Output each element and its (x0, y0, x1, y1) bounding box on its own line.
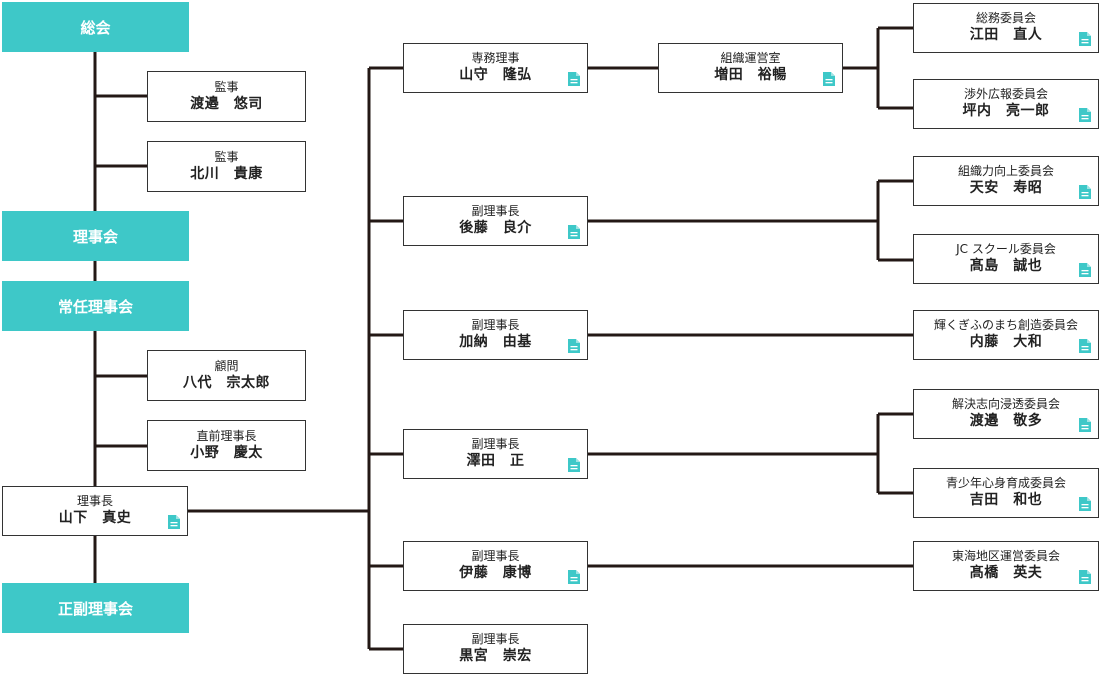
fuku-rijicho-box-4[interactable]: 副理事長 伊藤 康博 (403, 541, 588, 591)
person-name: 澤田 正 (466, 453, 525, 469)
role-label: 監事 (214, 79, 239, 94)
document-icon[interactable] (1079, 418, 1091, 432)
person-name: 増田 裕暢 (714, 67, 787, 83)
person-name: 小野 慶太 (190, 444, 263, 461)
role-label: 専務理事 (471, 51, 520, 65)
document-icon[interactable] (568, 458, 580, 472)
fuku-rijicho-box-3[interactable]: 副理事長 澤田 正 (403, 429, 588, 479)
chair-name: 坪内 亮一郎 (962, 103, 1050, 119)
person-name: 北川 貴康 (190, 165, 263, 182)
role-label: 副理事長 (471, 549, 520, 563)
fuku-rijicho-box-1[interactable]: 副理事長 後藤 良介 (403, 196, 588, 246)
rijicho-box[interactable]: 理事長 山下 真史 (2, 486, 188, 536)
role-label: 直前理事長 (196, 428, 257, 443)
chair-name: 天安 寿昭 (969, 180, 1043, 196)
role-label: 副理事長 (471, 632, 520, 646)
rijikai-label: 理事会 (72, 227, 118, 246)
committee-box-shogai[interactable]: 渉外広報委員会 坪内 亮一郎 (913, 79, 1099, 129)
document-icon[interactable] (1079, 263, 1091, 277)
committee-box-kagayaku[interactable]: 輝くぎふのまち創造委員会 内藤 大和 (913, 310, 1099, 360)
person-name: 黒宮 崇宏 (459, 648, 532, 664)
committee-label: 青少年心身育成委員会 (945, 476, 1066, 490)
committee-box-somu[interactable]: 総務委員会 江田 直人 (913, 3, 1099, 53)
document-icon[interactable] (1079, 108, 1091, 122)
committee-label: 渉外広報委員会 (963, 87, 1048, 101)
seifuku-rijikai-block: 正副理事会 (2, 583, 189, 633)
document-icon[interactable] (168, 515, 180, 529)
chair-name: 吉田 和也 (969, 492, 1043, 508)
committee-box-seishonen[interactable]: 青少年心身育成委員会 吉田 和也 (913, 468, 1099, 518)
person-name: 伊藤 康博 (459, 565, 532, 581)
document-icon[interactable] (1079, 570, 1091, 584)
document-icon[interactable] (1079, 32, 1091, 46)
committee-box-soshikiryoku[interactable]: 組織力向上委員会 天安 寿昭 (913, 156, 1099, 206)
jonin-rijikai-label: 常任理事会 (57, 297, 133, 316)
chokuzen-rijicho-box: 直前理事長 小野 慶太 (147, 420, 306, 471)
chair-name: 渡邉 敬多 (969, 413, 1043, 429)
person-name: 渡邉 悠司 (190, 95, 263, 112)
role-label: 副理事長 (471, 318, 520, 332)
fuku-rijicho-box-5: 副理事長 黒宮 崇宏 (403, 624, 588, 674)
seifuku-rijikai-label: 正副理事会 (57, 599, 133, 618)
person-name: 山下 真史 (58, 510, 132, 526)
committee-label: 総務委員会 (975, 11, 1036, 25)
komon-box: 顧問 八代 宗太郎 (147, 350, 306, 401)
kanji-box-1: 監事 渡邉 悠司 (147, 71, 306, 122)
fuku-rijicho-box-2[interactable]: 副理事長 加納 由基 (403, 310, 588, 360)
chair-name: 髙橋 英夫 (969, 565, 1043, 581)
person-name: 加納 由基 (459, 334, 532, 350)
person-name: 山守 隆弘 (459, 67, 532, 83)
committee-box-tokai[interactable]: 東海地区運営委員会 髙橋 英夫 (913, 541, 1099, 591)
jonin-rijikai-block: 常任理事会 (2, 281, 189, 331)
role-label: 副理事長 (471, 204, 520, 218)
document-icon[interactable] (823, 72, 835, 86)
document-icon[interactable] (568, 339, 580, 353)
committee-label: 東海地区運営委員会 (951, 549, 1060, 563)
committee-label: 組織力向上委員会 (957, 164, 1054, 178)
committee-label: 輝くぎふのまち創造委員会 (933, 318, 1078, 332)
committee-box-kaiketsu[interactable]: 解決志向浸透委員会 渡邉 敬多 (913, 389, 1099, 439)
chair-name: 髙島 誠也 (969, 258, 1043, 274)
person-name: 後藤 良介 (459, 220, 532, 236)
soshiki-uneishitsu-box[interactable]: 組織運営室 増田 裕暢 (658, 43, 843, 93)
rijikai-block: 理事会 (2, 211, 189, 261)
chair-name: 内藤 大和 (969, 334, 1043, 350)
document-icon[interactable] (568, 72, 580, 86)
role-label: 理事長 (76, 494, 113, 508)
chair-name: 江田 直人 (969, 27, 1043, 43)
document-icon[interactable] (568, 570, 580, 584)
document-icon[interactable] (568, 225, 580, 239)
document-icon[interactable] (1079, 497, 1091, 511)
document-icon[interactable] (1079, 339, 1091, 353)
soukai-block: 総会 (2, 2, 189, 52)
document-icon[interactable] (1079, 185, 1091, 199)
committee-label: JC スクール委員会 (956, 242, 1056, 256)
person-name: 八代 宗太郎 (183, 374, 270, 391)
role-label: 監事 (214, 149, 239, 164)
committee-label: 解決志向浸透委員会 (951, 397, 1060, 411)
role-label: 組織運営室 (720, 51, 781, 65)
committee-box-jc-school[interactable]: JC スクール委員会 髙島 誠也 (913, 234, 1099, 284)
role-label: 顧問 (214, 358, 239, 373)
senmu-riji-box[interactable]: 専務理事 山守 隆弘 (403, 43, 588, 93)
soukai-label: 総会 (80, 18, 111, 37)
kanji-box-2: 監事 北川 貴康 (147, 141, 306, 192)
role-label: 副理事長 (471, 437, 520, 451)
